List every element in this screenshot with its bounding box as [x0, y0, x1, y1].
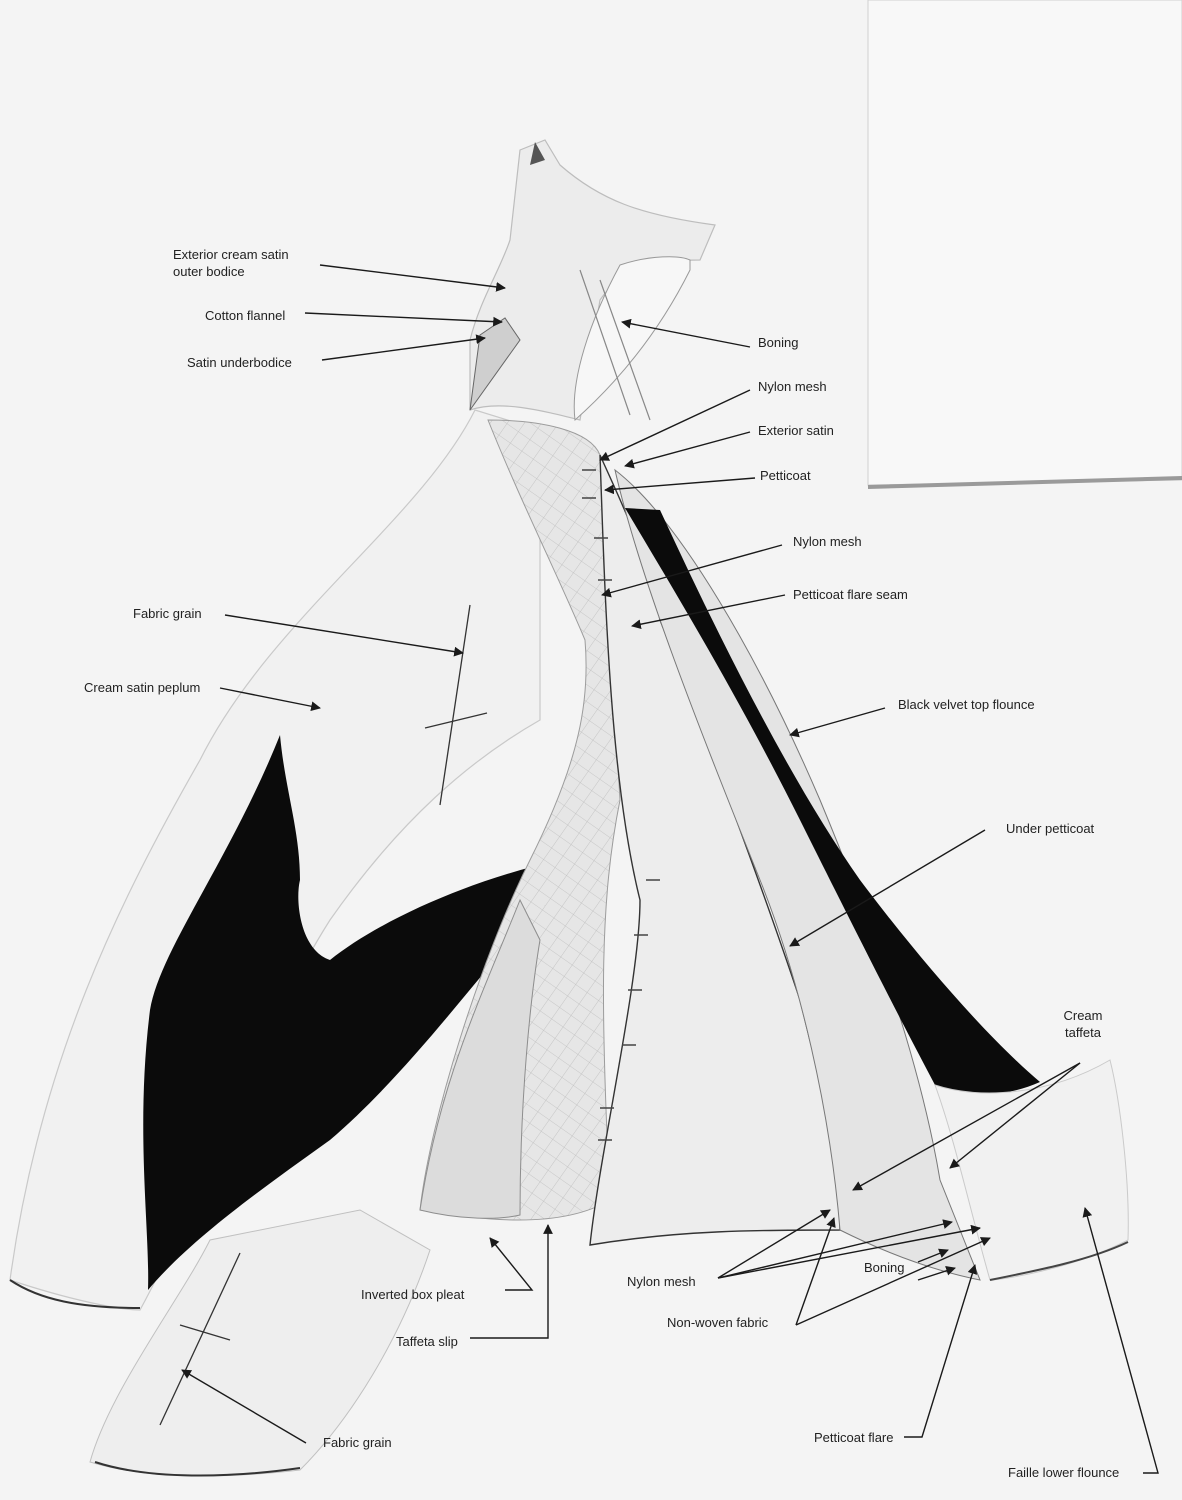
label-cream-taffeta: Cream taffeta [1063, 1008, 1103, 1040]
label-nylon-mesh-2: Nylon mesh [793, 534, 862, 549]
under-petticoat-panel [614, 468, 981, 1281]
label-taffeta-slip: Taffeta slip [396, 1334, 458, 1349]
label-petticoat: Petticoat [760, 468, 811, 483]
label-cotton-flannel: Cotton flannel [205, 308, 286, 323]
label-fabric-grain-top: Fabric grain [133, 606, 202, 621]
label-satin-underbodice: Satin underbodice [187, 355, 292, 370]
label-under-petticoat: Under petticoat [1006, 821, 1095, 836]
inverted-box-pleat-panel [419, 898, 541, 1219]
label-exterior-satin: Exterior satin [758, 423, 834, 438]
faille-lower-flounce-shape [934, 1059, 1129, 1281]
label-non-woven-fabric: Non-woven fabric [667, 1315, 769, 1330]
label-exterior-cream-satin-outer-bodice: Exterior cream satin outer bodice [173, 247, 289, 279]
bodice-shape [469, 139, 716, 421]
fabric-grain-bottom-mark [159, 1252, 241, 1426]
label-faille-lower-flounce: Faille lower flounce [1008, 1465, 1120, 1480]
seam-stitch-marks [582, 469, 660, 1141]
label-boning-top: Boning [758, 335, 799, 350]
label-cream-satin-peplum: Cream satin peplum [84, 680, 201, 695]
bodice-armhole [573, 256, 691, 422]
black-velvet-left-shape [143, 735, 560, 1290]
label-nylon-mesh-3: Nylon mesh [627, 1274, 696, 1289]
fabric-grain-top-mark [424, 604, 488, 806]
label-inverted-box-pleat: Inverted box pleat [361, 1287, 465, 1302]
peplum-hem-left [9, 1279, 141, 1309]
label-nylon-mesh-1: Nylon mesh [758, 379, 827, 394]
black-velvet-top-flounce-shape [625, 508, 1040, 1095]
label-fabric-grain-bottom: Fabric grain [323, 1435, 392, 1450]
label-petticoat-flare-seam: Petticoat flare seam [793, 587, 908, 602]
label-black-velvet-top-flounce: Black velvet top flounce [898, 697, 1035, 712]
boning-line-2 [599, 279, 651, 421]
boning-line-1 [579, 269, 631, 416]
label-boning-bottom: Boning [864, 1260, 905, 1275]
faille-left-hem [94, 1461, 301, 1477]
backdrop-panel [867, 0, 1182, 486]
bodice-neck-tip [530, 142, 545, 165]
label-petticoat-flare: Petticoat flare [814, 1430, 894, 1445]
backdrop-shelf-line [867, 476, 1182, 489]
leader-lines [181, 264, 1159, 1474]
faille-right-hem [989, 1241, 1129, 1281]
